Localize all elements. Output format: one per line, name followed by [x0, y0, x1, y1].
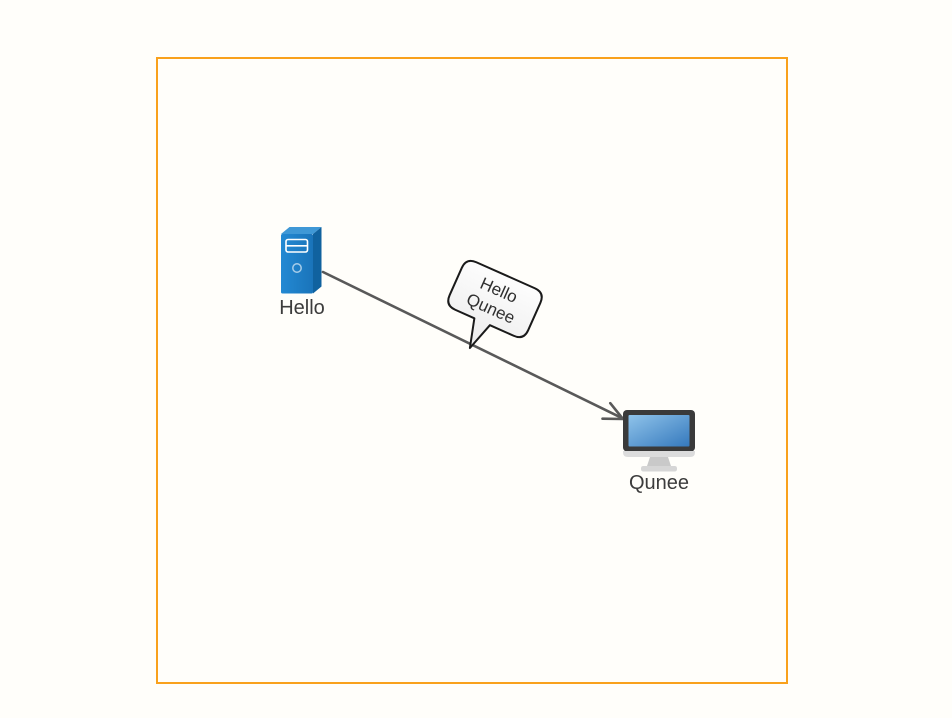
node-hello[interactable]: Hello: [279, 227, 325, 319]
monitor-icon: [623, 410, 695, 472]
node-label-hello[interactable]: Hello: [279, 297, 325, 319]
node-label-qunee[interactable]: Qunee: [629, 472, 689, 494]
server-icon: [281, 227, 322, 294]
canvas-border: [156, 57, 788, 684]
node-qunee[interactable]: Qunee: [623, 410, 695, 494]
speech-bubble-icon: [447, 259, 543, 350]
edge-label-bubble[interactable]: Hello Qunee: [433, 258, 545, 367]
